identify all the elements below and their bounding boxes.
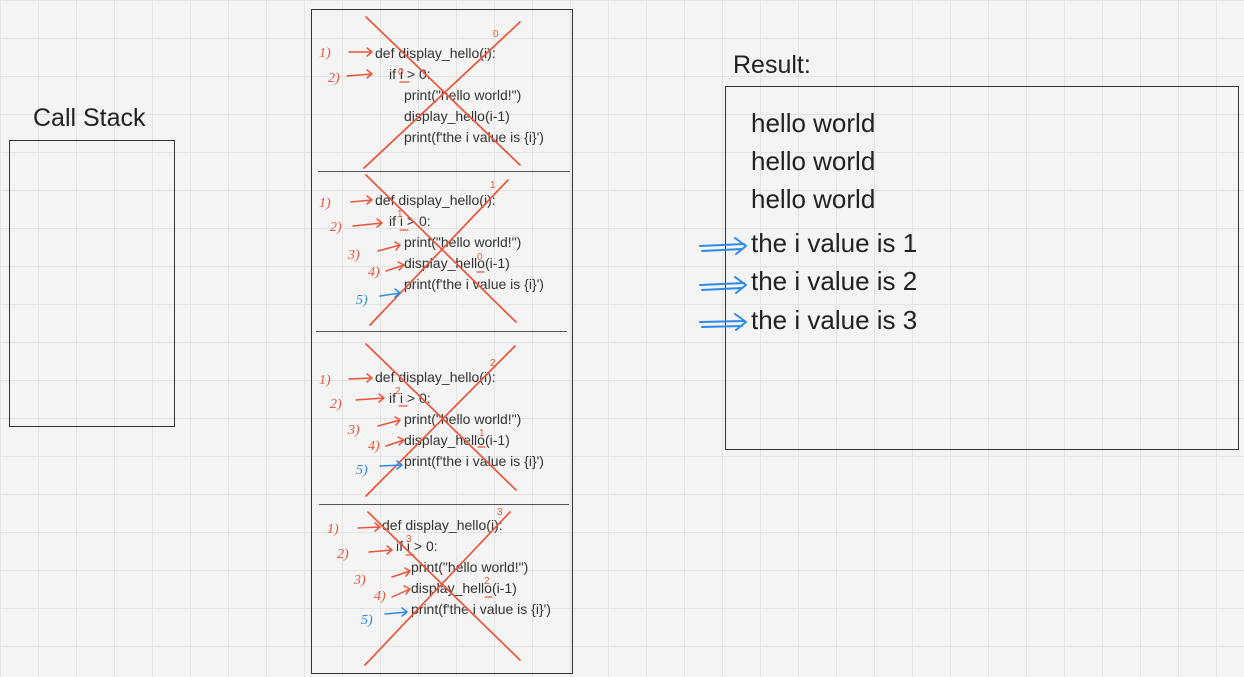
- code-line-print-value: print(f'the i value is {i}'): [404, 276, 544, 292]
- cross-mark: [363, 16, 521, 169]
- arrow-icon: [385, 261, 405, 272]
- step-label: 2): [330, 397, 342, 412]
- arrow-icon: [350, 195, 373, 205]
- code-line-recursive-call: display_hello(i-1): [411, 580, 517, 596]
- code-frame-1: def display_hello(i): if i > 0: print("h…: [375, 43, 544, 148]
- result-line: hello world: [751, 108, 876, 138]
- arrow-icon: [352, 218, 383, 228]
- step-arrows: [346, 47, 411, 598]
- arrow-icon: [384, 607, 408, 617]
- code-line-def: def display_hello(i):: [375, 45, 496, 61]
- arrow-icon: [348, 373, 373, 383]
- arrow-icon: [379, 288, 401, 298]
- code-line-print-hello: print("hello world!"): [404, 411, 522, 427]
- i-minus-1-note: 0: [477, 252, 483, 263]
- arrow-icon: [379, 460, 403, 470]
- step-label: 4): [368, 265, 380, 280]
- i-value-note: 3: [497, 507, 503, 518]
- code-line-print-hello: print("hello world!"): [404, 234, 522, 250]
- arrow-icon: [377, 241, 401, 252]
- underline-marks: [398, 81, 493, 598]
- step-label: 1): [319, 196, 331, 211]
- cross-mark: [364, 511, 521, 666]
- arrow-icon: [377, 416, 401, 427]
- call-stack-box: [9, 140, 175, 427]
- step-label: 1): [319, 373, 331, 388]
- result-arrows: [699, 237, 747, 331]
- arrow-icon: [348, 47, 373, 57]
- cross-marks: [363, 16, 521, 666]
- i-value-note: 3: [406, 534, 412, 545]
- arrow-icon: [699, 276, 747, 294]
- result-line: the i value is 1: [751, 228, 918, 258]
- step-label: 4): [368, 439, 380, 454]
- arrow-icon: [357, 522, 381, 532]
- value-annotations: 0 0 1 1 0 2 2 1 3 3 2: [395, 29, 503, 587]
- arrow-icon: [385, 436, 405, 447]
- result-line: hello world: [751, 184, 876, 214]
- code-line-recursive-call: display_hello(i-1): [404, 108, 510, 124]
- code-line-def: def display_hello(i):: [375, 192, 496, 208]
- step-label: 3): [347, 248, 360, 263]
- arrow-icon: [391, 585, 411, 598]
- code-frame-4: def display_hello(i): if i > 0: print("h…: [382, 515, 551, 620]
- code-panel: [311, 9, 573, 674]
- code-line-print-hello: print("hello world!"): [404, 87, 522, 103]
- arrow-icon: [699, 313, 747, 331]
- code-line-if: if i > 0:: [389, 390, 431, 406]
- step-label: 4): [374, 589, 386, 604]
- code-line-print-value: print(f'the i value is {i}'): [404, 453, 544, 469]
- step-label: 5): [356, 463, 368, 478]
- step-label: 2): [337, 547, 349, 562]
- code-line-def: def display_hello(i):: [382, 517, 503, 533]
- i-value-note: 0: [493, 29, 499, 40]
- result-line: the i value is 2: [751, 266, 918, 296]
- frame-divider: [316, 331, 567, 332]
- call-stack-title: Call Stack: [33, 104, 146, 132]
- result-line: hello world: [751, 146, 876, 176]
- step-label: 3): [353, 573, 366, 588]
- i-minus-1-note: 1: [479, 428, 485, 439]
- step-label: 5): [361, 613, 373, 628]
- step-label: 1): [327, 522, 339, 537]
- i-value-note: 2: [490, 358, 496, 369]
- i-value-note: 0: [398, 67, 404, 78]
- step-label: 2): [328, 71, 340, 86]
- frame-divider: [319, 504, 569, 505]
- step-label: 1): [319, 46, 331, 61]
- i-value-note: 1: [490, 180, 496, 191]
- arrow-icon: [368, 545, 393, 555]
- i-minus-1-note: 2: [484, 576, 490, 587]
- arrow-icon: [699, 237, 747, 255]
- arrow-icon: [355, 393, 385, 403]
- code-line-print-value: print(f'the i value is {i}'): [404, 129, 544, 145]
- result-title: Result:: [733, 51, 811, 79]
- step-label: 5): [356, 293, 368, 308]
- step-label: 2): [330, 220, 342, 235]
- code-line-print-value: print(f'the i value is {i}'): [411, 601, 551, 617]
- cross-mark: [365, 343, 517, 497]
- arrow-icon: [346, 69, 373, 79]
- step-label: 3): [347, 423, 360, 438]
- cross-mark: [365, 174, 517, 326]
- arrow-icon: [391, 567, 411, 578]
- i-value-note: 1: [397, 209, 403, 220]
- code-line-print-hello: print("hello world!"): [411, 559, 529, 575]
- result-box: [725, 86, 1239, 450]
- i-value-note: 2: [395, 386, 401, 397]
- code-line-recursive-call: display_hello(i-1): [404, 432, 510, 448]
- result-line: the i value is 3: [751, 305, 918, 335]
- step-arrows-blue: [379, 288, 408, 617]
- code-line-if: if i > 0:: [389, 213, 431, 229]
- frame-divider: [318, 171, 570, 172]
- step-labels: 1) 2) 1) 2) 3) 4) 5) 1) 2) 3) 4) 5) 1) 2…: [319, 46, 386, 628]
